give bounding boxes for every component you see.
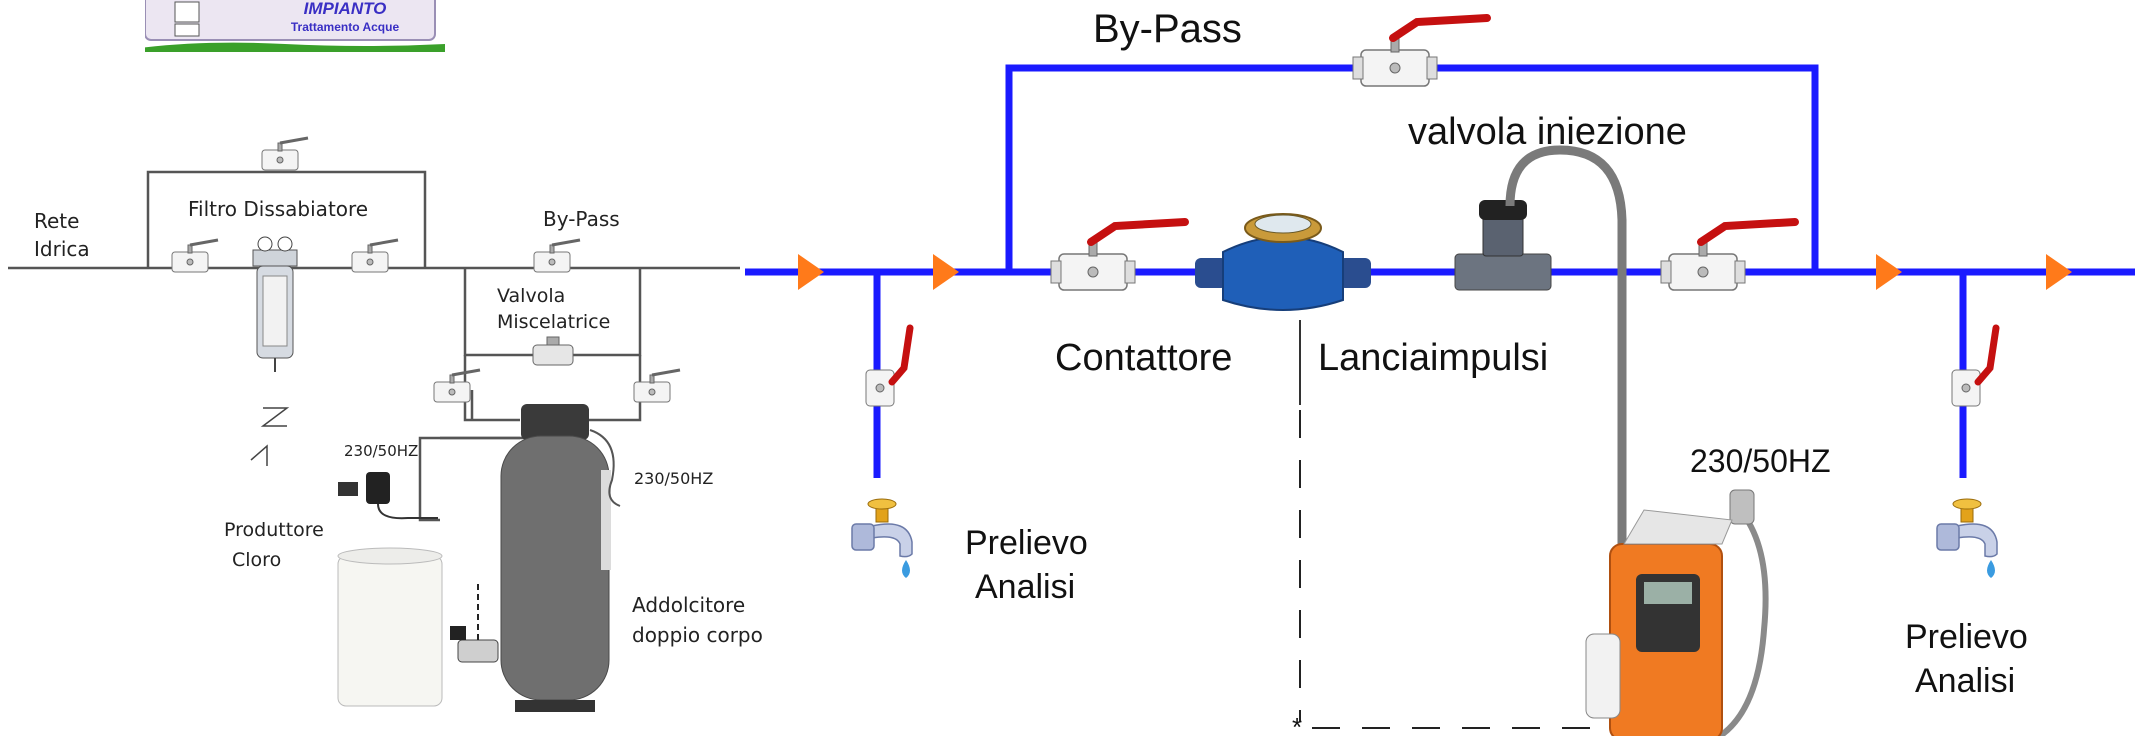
water-meter-icon <box>1195 213 1371 311</box>
prelievo-left-line1: Prelievo <box>965 524 1088 562</box>
outlet-valve-icon[interactable] <box>1661 222 1795 290</box>
injection-tube <box>1505 145 1627 700</box>
prelievo-right-line1: Prelievo <box>1905 618 2028 656</box>
bypass-label: By-Pass <box>1093 7 1242 51</box>
addolcitore-line2: doppio corpo <box>632 623 763 647</box>
valvola-iniezione-label: valvola iniezione <box>1408 111 1687 153</box>
filtro-label: Filtro Dissabiatore <box>188 197 368 221</box>
sample-tap-right-icon[interactable] <box>1936 498 1998 579</box>
pump-power-label: 230/50HZ <box>1690 443 1831 479</box>
power-plug-icon <box>338 472 438 520</box>
softener-tank-icon <box>500 404 611 712</box>
logo-line2: Trattamento Acque <box>291 20 400 34</box>
flow-arrow-icon <box>933 254 959 290</box>
left-bypass-label: By-Pass <box>543 207 620 231</box>
dosing-pump-icon <box>1585 489 1769 736</box>
left-pipework <box>8 170 740 522</box>
logo: IMPIANTO Trattamento Acque <box>140 0 465 52</box>
injection-valve-icon <box>1454 200 1552 291</box>
mixing-valve-icon[interactable] <box>532 336 574 366</box>
sample-tap-left-icon[interactable] <box>851 498 913 579</box>
signal-marker: * <box>1292 712 1302 736</box>
logo-line1: IMPIANTO <box>304 0 387 18</box>
sample-valve-right-icon[interactable] <box>1951 324 2000 407</box>
small-power-label: 230/50HZ <box>344 442 418 460</box>
brine-tank-icon <box>337 547 443 707</box>
produttore-line1: Produttore <box>224 519 324 541</box>
valvola-line1: Valvola <box>497 285 565 307</box>
bypass-pipe <box>1005 64 1819 272</box>
flow-arrow-icon <box>1876 254 1902 290</box>
softener-power-label: 230/50HZ <box>634 469 713 488</box>
lanciaimpulsi-label: Lanciaimpulsi <box>1318 337 1548 379</box>
prelievo-right-line2: Analisi <box>1915 662 2015 700</box>
rete-line2: Idrica <box>34 237 90 261</box>
filter-bypass-valve-icon[interactable] <box>260 136 310 172</box>
flow-arrow-icon <box>2046 254 2072 290</box>
filter-icon <box>250 236 298 466</box>
produttore-line2: Cloro <box>232 549 281 571</box>
flow-arrow-icon <box>798 254 824 290</box>
contactor-valve-icon[interactable] <box>1051 222 1185 290</box>
contattore-label: Contattore <box>1055 337 1232 379</box>
valvola-line2: Miscelatrice <box>497 311 610 333</box>
addolcitore-line1: Addolcitore <box>632 593 745 617</box>
softener-power-cable <box>589 429 621 507</box>
sample-valve-left-icon[interactable] <box>865 324 914 407</box>
prelievo-left-line2: Analisi <box>975 568 1075 606</box>
bypass-valve-icon[interactable] <box>1353 18 1487 86</box>
injector-icon <box>450 580 499 663</box>
rete-line1: Rete <box>34 209 79 233</box>
